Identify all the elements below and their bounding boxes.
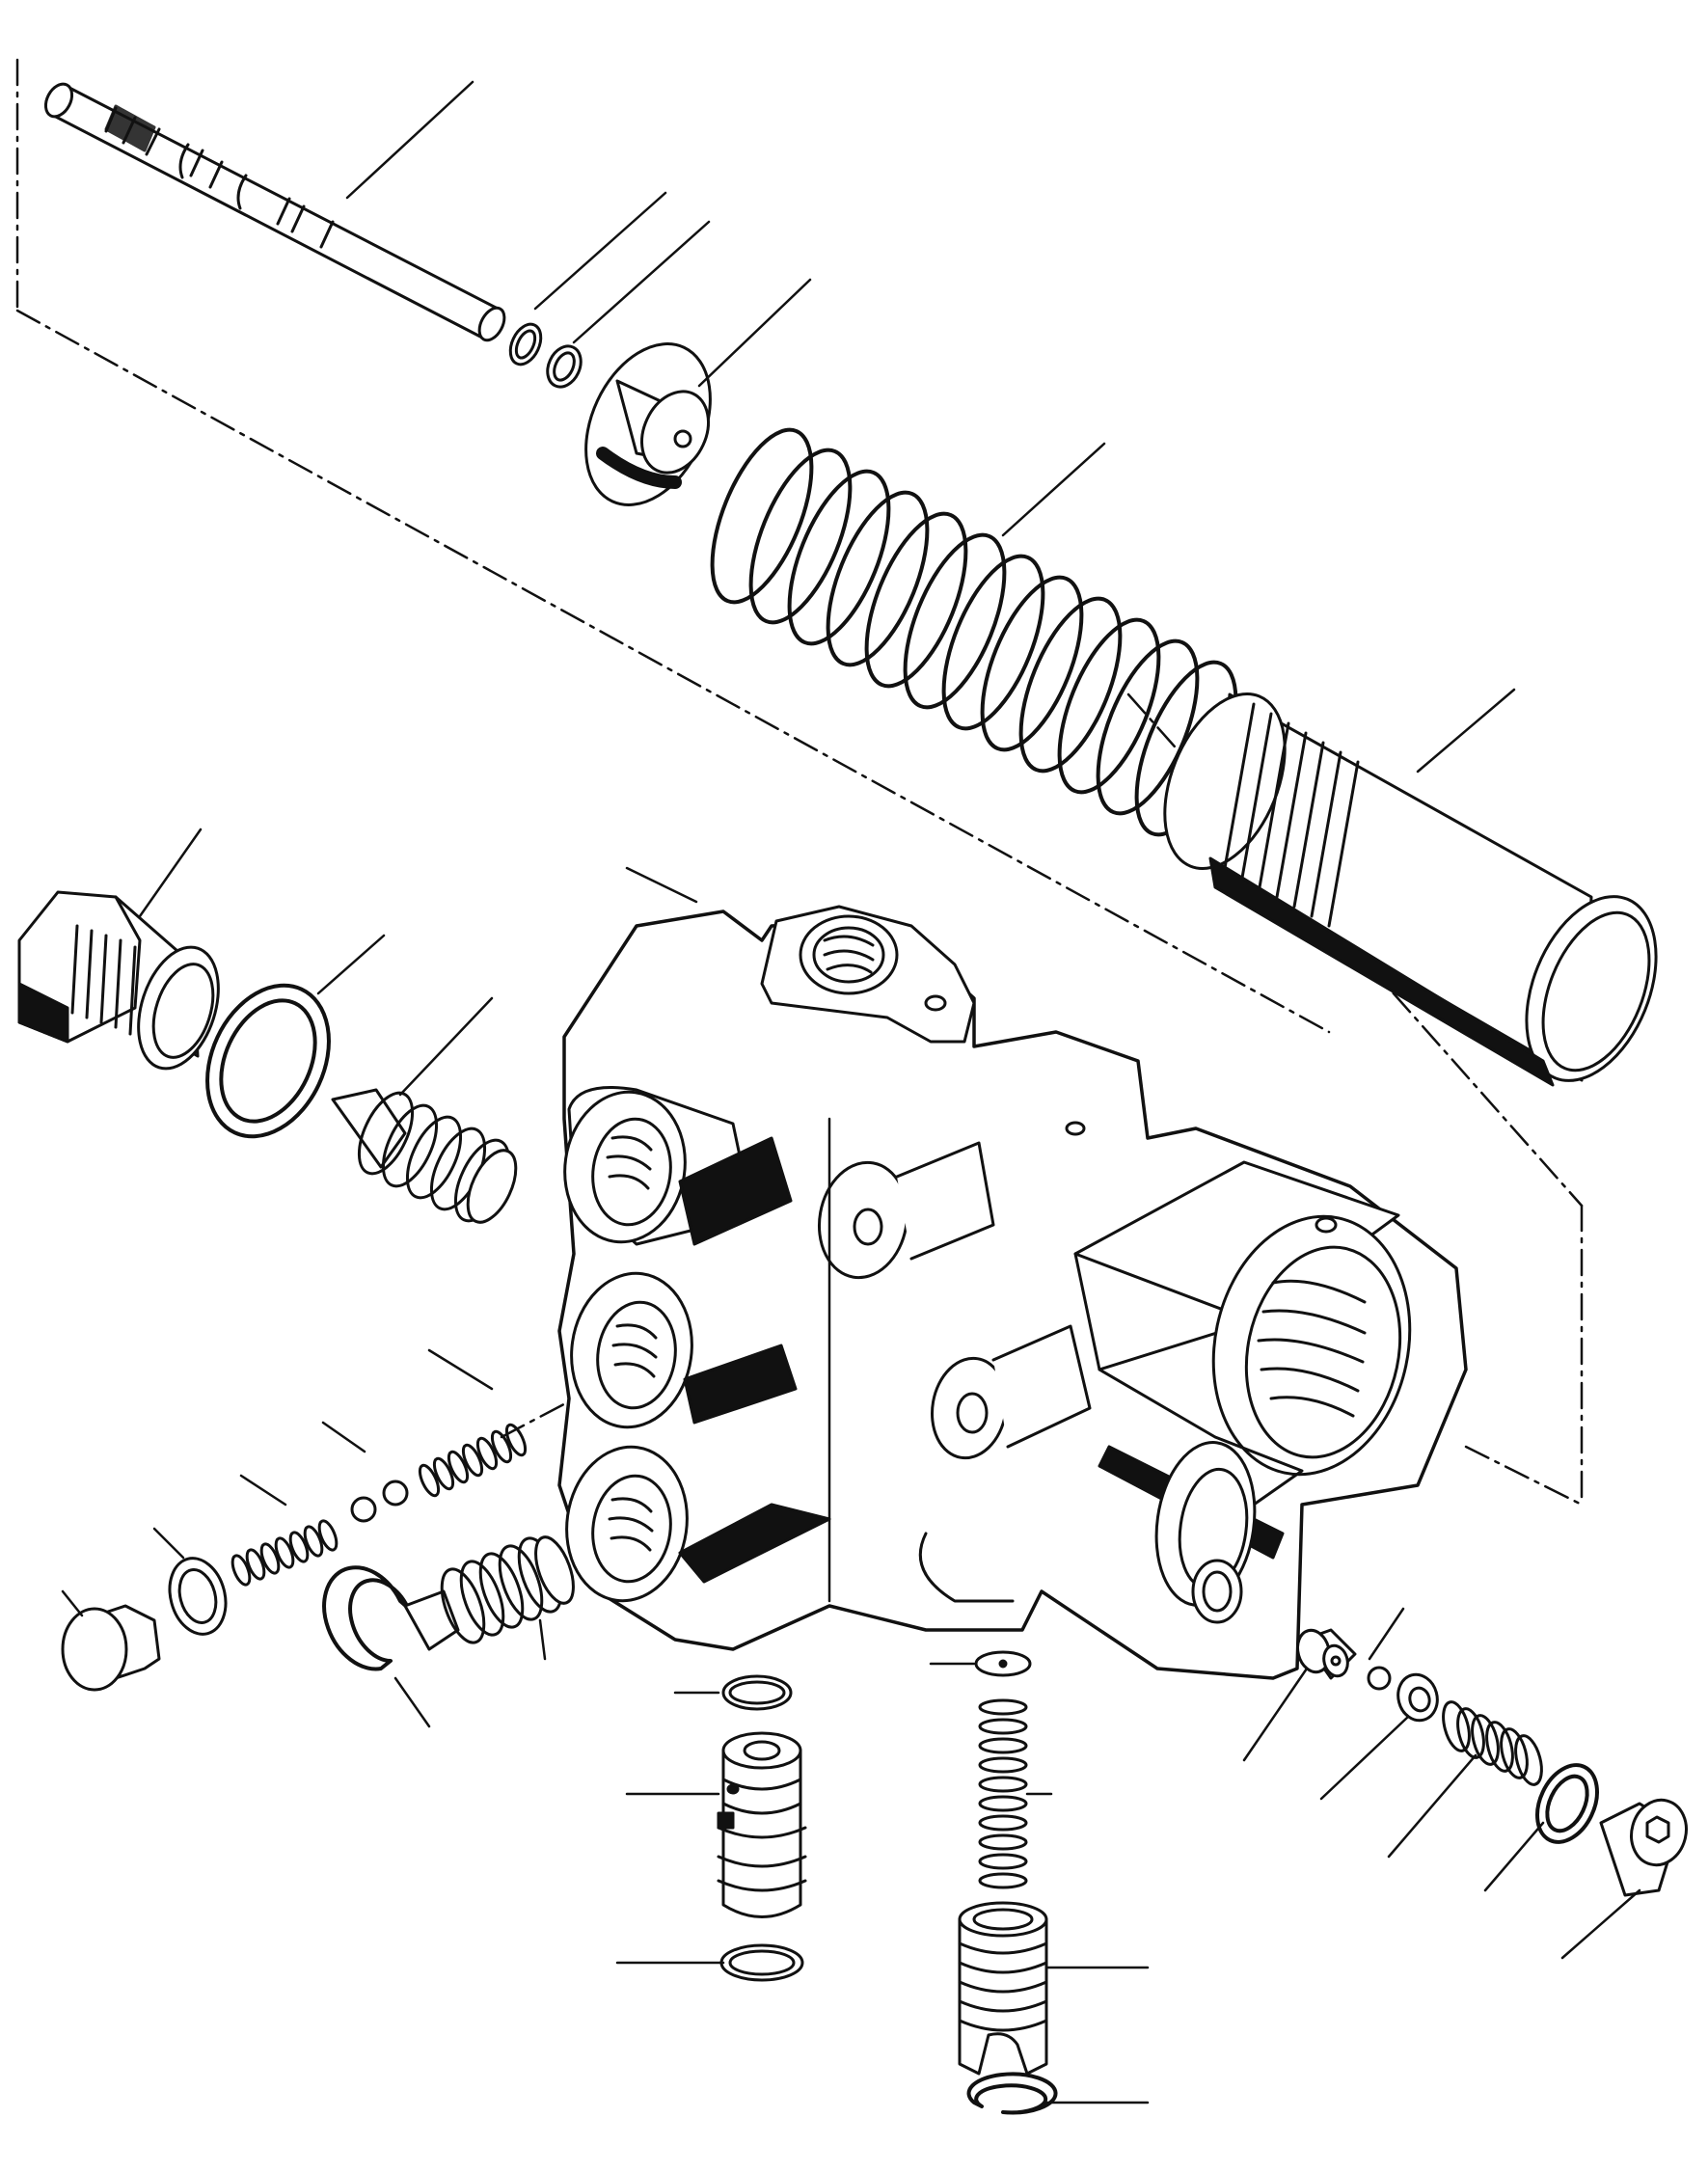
poppet-spring-left	[403, 1535, 575, 1651]
o-ring-bottom	[719, 1943, 804, 1982]
right-boss	[931, 1324, 1092, 1460]
poppet-spring	[331, 1088, 518, 1224]
plug-right	[1599, 1798, 1688, 1897]
long-spring	[978, 1698, 1028, 1889]
cartridge-sleeve	[717, 1731, 807, 1918]
o-ring-top	[721, 1674, 793, 1711]
ball-right	[1367, 1666, 1392, 1691]
check-ball-pair	[350, 1480, 409, 1523]
seat-right	[1296, 1628, 1357, 1680]
center-boss	[817, 1141, 995, 1280]
port-middle-left	[570, 1271, 798, 1429]
snap-ring-bottom	[966, 2072, 1058, 2115]
threaded-cap	[1163, 692, 1658, 1087]
plug-left	[61, 1604, 161, 1692]
bottom-port-right	[1154, 1441, 1257, 1624]
valve-body	[557, 905, 1468, 1680]
disc	[974, 1650, 1032, 1677]
sealing-washer	[205, 983, 331, 1139]
hex-plug	[17, 890, 220, 1071]
retainer-right	[1396, 1672, 1439, 1723]
piston	[958, 1901, 1048, 2076]
washer-left	[168, 1557, 228, 1636]
leader-lines	[61, 80, 1641, 2104]
snap-ring-left	[322, 1565, 410, 1671]
spring-seat	[584, 342, 712, 506]
check-spring-upper	[418, 1423, 528, 1498]
o-ring-small-1	[508, 322, 543, 367]
valve-spool	[43, 82, 506, 342]
check-spring-lower	[230, 1519, 339, 1587]
washer-right	[1535, 1763, 1599, 1844]
port-lower-left	[565, 1445, 831, 1603]
o-ring-small-2	[546, 344, 583, 389]
spring-right	[1442, 1700, 1543, 1786]
port-upper-left	[563, 1086, 793, 1246]
